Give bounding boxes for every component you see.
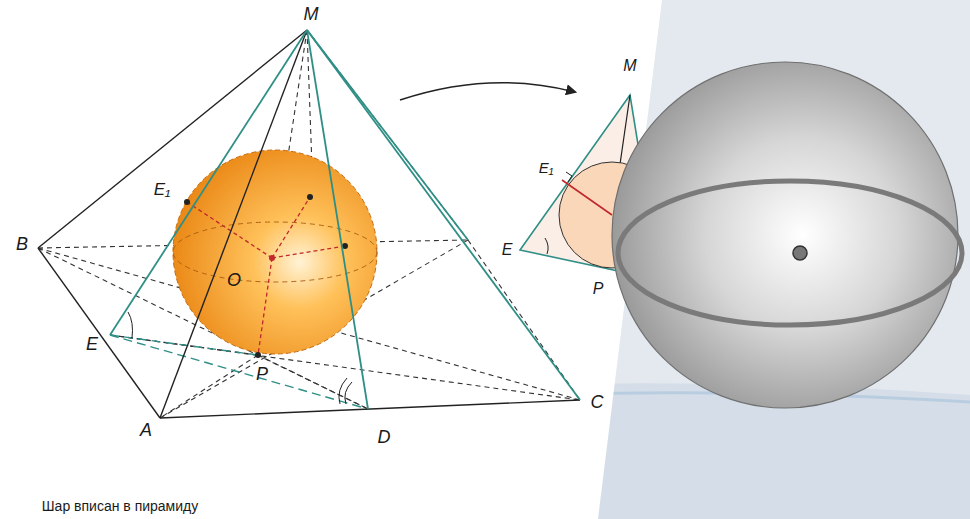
point-label-box: E: [86, 334, 98, 355]
point-label: P: [256, 364, 268, 384]
point-label-box: E₁: [539, 159, 554, 177]
point-label-box: D: [378, 427, 391, 448]
sphere-center: [793, 246, 807, 260]
point-label: C: [591, 392, 604, 412]
grey-sphere: [612, 62, 958, 408]
angle-mark: [545, 238, 548, 254]
tangent-point: [255, 352, 261, 358]
point-label: B: [16, 234, 28, 254]
hidden-edges: [38, 30, 580, 418]
sphere-equator: [618, 181, 962, 325]
point-label-box: E₁: [154, 180, 171, 200]
cross-section-radius: [562, 180, 612, 215]
radius-lines: [187, 197, 345, 355]
point-label: M: [623, 57, 636, 74]
point-label: E₁: [154, 180, 171, 199]
point-label: E₁: [539, 159, 554, 176]
point-label: E: [502, 241, 513, 258]
caption-text: Шар вписан в пирамиду: [42, 498, 198, 514]
point-label-box: Шар вписан в пирамиду: [42, 497, 198, 515]
teal-edges: [110, 30, 580, 409]
point-label: E: [86, 334, 98, 354]
scan-page: [0, 0, 662, 519]
point-label-box: P: [256, 364, 268, 385]
point-label: A: [140, 420, 152, 440]
point-label: P: [593, 280, 604, 297]
right-angle-mark: [566, 172, 572, 182]
point-label-box: M: [304, 4, 319, 25]
point-label-box: P: [593, 280, 604, 298]
point-label-box: E: [502, 241, 513, 259]
point-label-box: C: [591, 392, 604, 413]
visible-edges: [38, 30, 580, 418]
angle-marks: [128, 312, 352, 404]
center-point: [269, 255, 275, 261]
tangent-point: [184, 199, 190, 205]
point-label-box: B: [16, 234, 28, 255]
point-label: M: [304, 4, 319, 24]
point-label: O: [227, 270, 241, 290]
transfer-arrow: [400, 83, 575, 100]
point-label-box: A: [140, 420, 152, 441]
inscribed-sphere: [173, 150, 377, 354]
point-label: D: [378, 427, 391, 447]
tangent-point: [307, 194, 313, 200]
point-label-box: M: [623, 57, 636, 75]
point-label-box: O: [227, 270, 241, 291]
